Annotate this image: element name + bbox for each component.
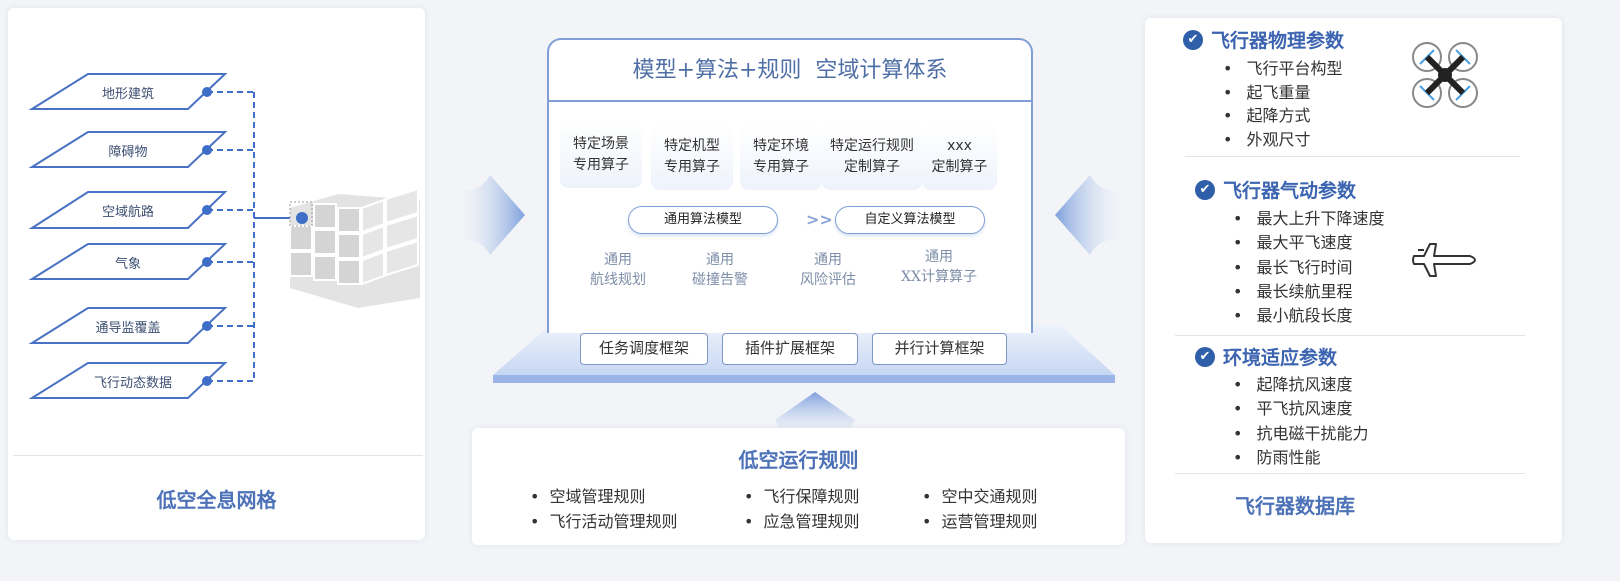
section-header: ✔飞行器气动参数 — [1195, 176, 1356, 203]
section-header: ✔环境适应参数 — [1195, 343, 1337, 370]
general-operator: 通用碰撞告警 — [670, 250, 770, 296]
param-item: 平飞抗风速度 — [1233, 395, 1352, 419]
rule-item: 应急管理规则 — [744, 508, 859, 532]
framework-box: 任务调度框架 — [580, 333, 708, 365]
layer-shape — [28, 243, 228, 280]
param-item: 最小航段长度 — [1233, 302, 1352, 326]
operator-card: 特定环境专用算子 — [740, 124, 822, 190]
operator-card: 特定机型专用算子 — [651, 124, 733, 190]
aircraft-db-panel: ✔飞行器物理参数 飞行平台构型 起飞重量 起降方式 外观尺寸 ✔飞行器气动参数 … — [1145, 18, 1562, 543]
layer-label: 通导监覆盖 — [95, 321, 161, 336]
custom-model-pill: 自定义算法模型 — [835, 206, 985, 234]
param-item: 抗电磁干扰能力 — [1233, 420, 1368, 444]
grid-layers-diagram — [28, 73, 420, 399]
rule-item: 运营管理规则 — [922, 508, 1037, 532]
framework-box: 并行计算框架 — [872, 333, 1007, 365]
rules-panel: 低空运行规则 空域管理规则 飞行保障规则 空中交通规则 飞行活动管理规则 应急管… — [472, 428, 1125, 545]
rule-item: 飞行保障规则 — [744, 483, 859, 507]
param-item: 最大平飞速度 — [1233, 229, 1352, 253]
general-operator: 通用航线规划 — [568, 250, 668, 296]
param-item: 起降方式 — [1223, 102, 1310, 126]
grid-panel-title: 低空全息网格 — [156, 488, 277, 512]
param-item: 起飞重量 — [1223, 79, 1310, 103]
arrow-right-icon — [450, 175, 525, 255]
layer-shape — [28, 362, 228, 399]
operator-card: 特定场景专用算子 — [560, 122, 642, 188]
rules-title: 低空运行规则 — [738, 448, 859, 472]
layer-shape — [28, 131, 228, 168]
compute-title: 模型+算法+规则 空域计算体系 — [549, 40, 1031, 102]
layer-label: 飞行动态数据 — [93, 376, 172, 391]
drone-icon — [1412, 42, 1478, 108]
layer-label: 气象 — [114, 257, 141, 272]
check-icon: ✔ — [1195, 346, 1215, 367]
rule-item: 飞行活动管理规则 — [530, 508, 677, 532]
layer-label: 空域航路 — [101, 205, 154, 220]
param-item: 防雨性能 — [1233, 444, 1320, 468]
section-header: ✔飞行器物理参数 — [1183, 26, 1344, 53]
arrow-left-icon — [1055, 175, 1130, 255]
layer-shape — [28, 307, 228, 344]
param-item: 最长续航里程 — [1233, 278, 1352, 302]
airplane-icon — [1412, 243, 1476, 277]
layer-shape — [28, 73, 228, 110]
layer-label: 障碍物 — [108, 145, 148, 160]
general-model-pill: 通用算法模型 — [628, 206, 778, 234]
rule-item: 空域管理规则 — [530, 483, 645, 507]
param-item: 最大上升下降速度 — [1233, 205, 1384, 229]
aircraft-db-title: 飞行器数据库 — [1235, 494, 1355, 518]
param-item: 最长飞行时间 — [1233, 254, 1352, 278]
rule-item: 空中交通规则 — [922, 483, 1037, 507]
param-item: 起降抗风速度 — [1233, 371, 1352, 395]
operator-card: 特定运行规则定制算子 — [822, 124, 922, 190]
check-icon: ✔ — [1183, 29, 1203, 50]
general-operator: 通用风险评估 — [778, 250, 878, 296]
holographic-grid-panel: 地形建筑 障碍物 空域航路 气象 通导监覆盖 飞行动态数据 低空全息网格 — [8, 8, 425, 540]
layer-shape — [28, 191, 228, 229]
param-item: 外观尺寸 — [1223, 126, 1310, 150]
layer-label: 地形建筑 — [101, 87, 154, 102]
param-item: 飞行平台构型 — [1223, 55, 1342, 79]
double-chevron-icon: >> — [806, 210, 833, 229]
cube-icon — [289, 187, 420, 308]
framework-box: 插件扩展框架 — [722, 333, 858, 365]
check-icon: ✔ — [1195, 179, 1215, 200]
